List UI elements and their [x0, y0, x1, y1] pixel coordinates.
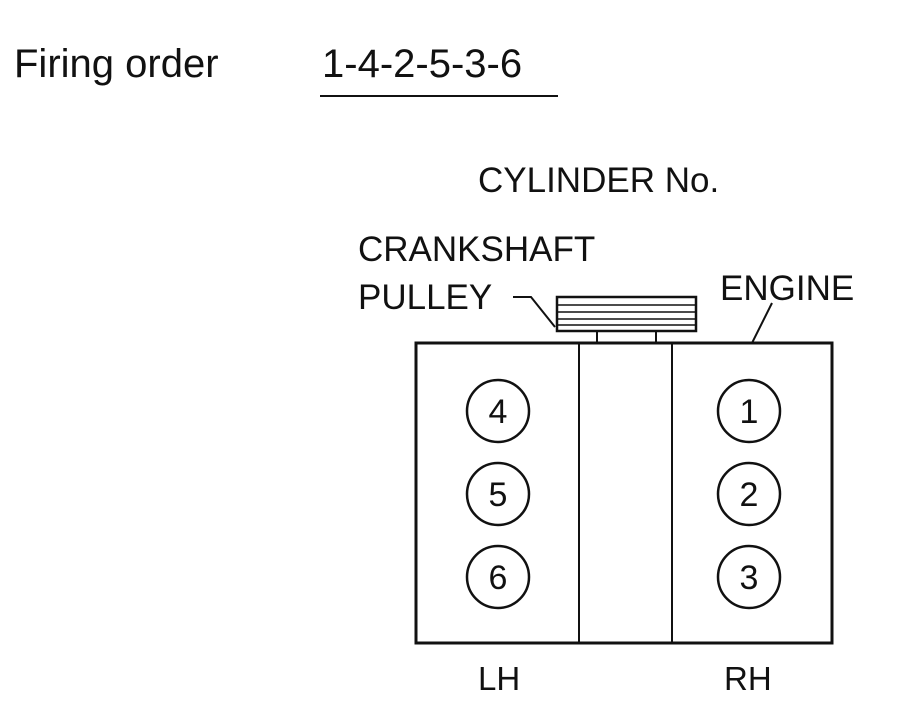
firing-order-underline: [320, 95, 558, 97]
svg-text:5: 5: [489, 476, 508, 514]
crankshaft-label: CRANKSHAFT: [358, 230, 596, 269]
right-bank-label: RH: [724, 660, 772, 697]
firing-order-label: Firing order: [14, 42, 219, 86]
cylinder-number-title: CYLINDER No.: [478, 161, 720, 200]
cylinder-5: 5: [465, 461, 531, 527]
pulley-label: PULLEY: [358, 278, 493, 317]
svg-text:3: 3: [740, 559, 759, 597]
cylinder-2: 2: [716, 461, 782, 527]
pulley-leader-line: [513, 296, 556, 328]
cylinder-1: 1: [716, 378, 782, 444]
svg-text:1: 1: [740, 393, 759, 431]
crankshaft-pulley: [555, 295, 698, 343]
firing-order-value: 1-4-2-5-3-6: [322, 42, 523, 86]
cylinder-4: 4: [465, 378, 531, 444]
svg-text:2: 2: [740, 476, 759, 514]
cylinder-6: 6: [465, 544, 531, 610]
engine-label: ENGINE: [720, 269, 855, 308]
svg-text:6: 6: [489, 559, 508, 597]
svg-text:4: 4: [489, 393, 508, 431]
left-bank-label: LH: [478, 660, 521, 697]
cylinder-3: 3: [716, 544, 782, 610]
